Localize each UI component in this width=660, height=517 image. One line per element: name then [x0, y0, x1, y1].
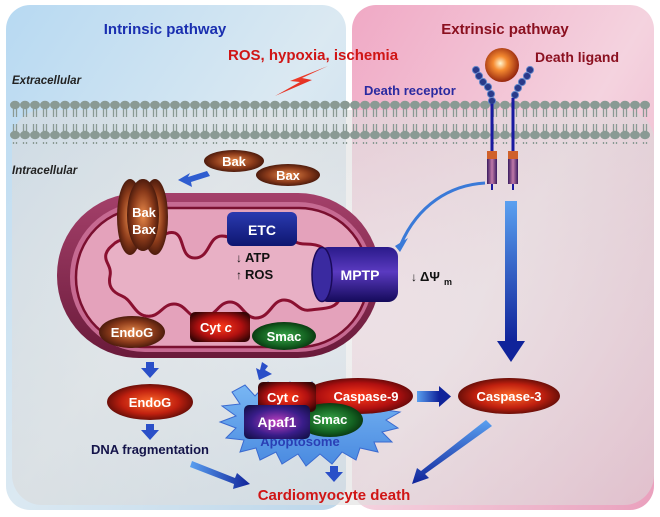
cytc-release-arrow — [256, 362, 272, 380]
death-ligand-icon — [485, 48, 519, 82]
lightning-bolt-icon — [275, 66, 328, 96]
svg-text:ATP: ATP — [245, 250, 270, 265]
svg-text:Caspase-9: Caspase-9 — [333, 389, 398, 404]
atp-ros-change: ↓ ATP ↑ ROS — [236, 250, 274, 282]
svg-text:EndoG: EndoG — [129, 395, 172, 410]
apoptosome-to-death-arrow — [325, 466, 343, 482]
svg-text:Bax: Bax — [132, 222, 157, 237]
extrinsic-title: Extrinsic pathway — [441, 21, 569, 38]
extracellular-label: Extracellular — [12, 75, 82, 87]
death-receptor-icon — [471, 65, 535, 190]
caspase9-to-caspase3-arrowhead — [439, 386, 451, 407]
svg-text:ΔΨ: ΔΨ — [420, 269, 440, 284]
mito-cytc: Cyt c — [190, 312, 250, 342]
bak-translocation-arrow — [178, 171, 210, 187]
caspase3: Caspase-3 — [458, 378, 560, 414]
mito-smac: Smac — [252, 322, 316, 350]
caspase3-to-death-arrow — [412, 420, 492, 484]
death-receptor-label: Death receptor — [364, 83, 456, 98]
svg-text:Caspase-3: Caspase-3 — [476, 389, 541, 404]
receptor-to-mptp-arrowhead — [395, 238, 408, 252]
mito-endog: EndoG — [99, 316, 165, 348]
svg-text:Smac: Smac — [313, 412, 348, 427]
apoptosome-smac: Smac — [297, 403, 363, 437]
potential-down-arrow-icon: ↓ — [411, 270, 417, 284]
svg-text:ROS: ROS — [245, 267, 274, 282]
death-ligand-label: Death ligand — [535, 49, 619, 65]
apaf1: Apaf1 — [244, 405, 310, 439]
receptor-to-caspase3-arrow-shaft — [505, 201, 517, 341]
membrane-potential-change: ↓ ΔΨ m — [411, 269, 452, 287]
caspase9-to-caspase3-arrow-shaft — [417, 391, 439, 402]
endog-release-arrow — [141, 362, 159, 378]
bak-bax-pore: Bak Bax — [117, 179, 168, 255]
svg-text:EndoG: EndoG — [111, 325, 154, 340]
intracellular-label: Intracellular — [12, 165, 78, 177]
svg-text:m: m — [444, 277, 452, 287]
endog-to-dna-arrow — [141, 424, 159, 440]
bax-free: Bax — [256, 164, 320, 186]
dna-to-death-arrow — [190, 461, 250, 489]
stress-stimuli-label: ROS, hypoxia, ischemia — [228, 47, 399, 64]
apoptosome-cytc: Cyt c — [258, 382, 316, 412]
svg-text:Smac: Smac — [267, 329, 302, 344]
receptor-to-mptp-arrow — [399, 181, 486, 245]
svg-text:Cyt c: Cyt c — [267, 390, 300, 405]
svg-text:Apaf1: Apaf1 — [258, 414, 297, 430]
dna-fragmentation-label: DNA fragmentation — [91, 442, 209, 457]
bak-free: Bak — [204, 150, 264, 172]
inner-membrane-cristae — [104, 230, 342, 320]
svg-text:Cyt c: Cyt c — [200, 320, 233, 335]
mptp-channel: MPTP — [311, 246, 398, 303]
etc-complex: ETC — [227, 212, 297, 246]
receptor-to-caspase3-arrowhead — [497, 341, 525, 362]
plasma-membrane — [10, 100, 650, 144]
svg-text:ETC: ETC — [248, 222, 276, 238]
svg-text:Bak: Bak — [222, 154, 247, 169]
ros-up-arrow-icon: ↑ — [236, 268, 242, 282]
endog-downstream: EndoG — [107, 384, 193, 420]
svg-text:MPTP: MPTP — [341, 267, 380, 283]
atp-down-arrow-icon: ↓ — [236, 251, 242, 265]
cardiomyocyte-death-label: Cardiomyocyte death — [258, 487, 411, 504]
intrinsic-title: Intrinsic pathway — [104, 21, 227, 38]
svg-text:Bak: Bak — [132, 205, 157, 220]
svg-text:Bax: Bax — [276, 168, 301, 183]
